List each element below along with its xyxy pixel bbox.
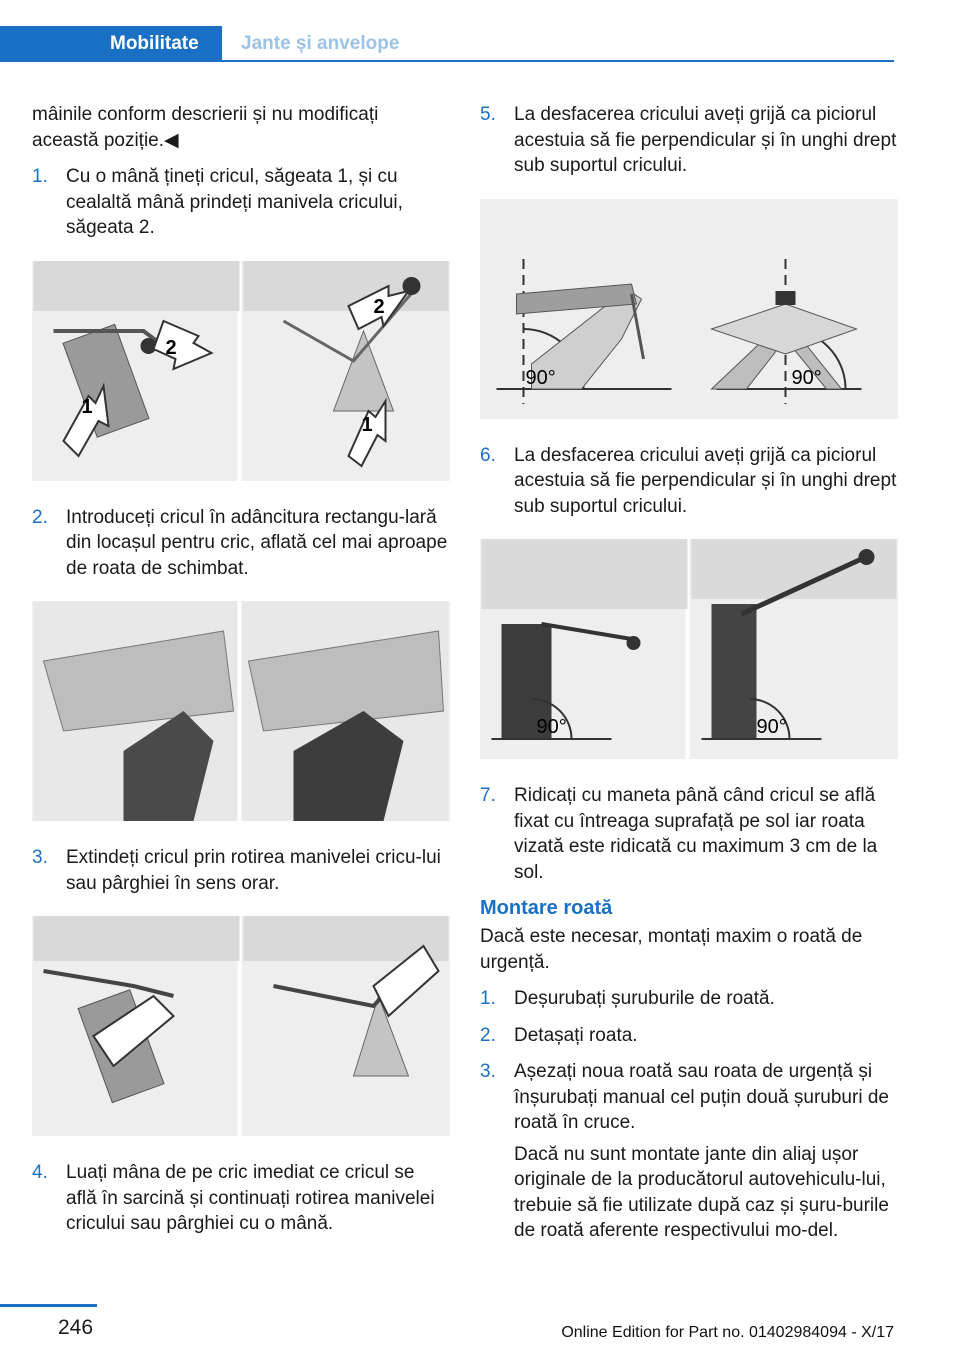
mount-step-2: 2. Detașați roata. (480, 1024, 638, 1046)
step-3: 3. Extindeți cricul prin rotirea manivel… (32, 847, 441, 894)
svg-text:90°: 90° (526, 367, 556, 389)
figure-jack-placement (32, 601, 450, 821)
step-2: 2. Introduceți cricul în adâncitura rect… (32, 506, 448, 579)
figure-jack-crank (32, 916, 450, 1136)
svg-text:90°: 90° (792, 367, 822, 389)
section-title-montare-roata: Montare roată (480, 897, 613, 919)
page-number: 246 (58, 1316, 94, 1339)
right-column: 5. La desfacerea cricului aveți grijă ca… (480, 102, 898, 1255)
edition-text: Online Edition for Part no. 01402984094 … (561, 1324, 894, 1341)
left-column: mâinile conform descrierii și nu modific… (32, 102, 450, 1248)
step-1: 1. Cu o mână țineți cricul, săgeata 1, ș… (32, 166, 403, 238)
svg-text:90°: 90° (757, 716, 787, 738)
tab-mobilitate[interactable]: Mobilitate (0, 26, 222, 62)
footer-rule (0, 1304, 97, 1307)
figure-jack-grip: 1 2 2 1 (32, 260, 450, 481)
svg-text:1: 1 (82, 396, 93, 418)
step-5: 5. La desfacerea cricului aveți grijă ca… (480, 104, 897, 176)
header-rule (222, 60, 894, 62)
figure-jack-90-photo: 90° 90° (480, 539, 898, 759)
mount-step-3: 3. Așezați noua roată sau roata de urgen… (480, 1059, 898, 1244)
intro-text: mâinile conform descrierii și nu modific… (32, 104, 379, 151)
figure-jack-90-diagram: 90° 90° (480, 198, 898, 419)
mount-step-1: 1. Deșurubați șuruburile de roată. (480, 988, 775, 1009)
svg-text:2: 2 (166, 337, 177, 359)
svg-text:1: 1 (362, 414, 373, 436)
svg-text:2: 2 (374, 296, 385, 318)
step-6: 6. La desfacerea cricului aveți grijă ca… (480, 444, 897, 517)
step-7: 7. Ridicați cu maneta până când cricul s… (480, 785, 878, 883)
mount-step-3-note: Dacă nu sunt montate jante din aliaj ușo… (514, 1143, 889, 1242)
svg-text:90°: 90° (537, 716, 567, 738)
tab-jante-anvelope[interactable]: Jante și anvelope (241, 33, 400, 54)
step-4: 4. Luați mâna de pe cric imediat ce cric… (32, 1162, 435, 1234)
section-intro: Dacă este necesar, montați maxim o roată… (480, 926, 863, 973)
